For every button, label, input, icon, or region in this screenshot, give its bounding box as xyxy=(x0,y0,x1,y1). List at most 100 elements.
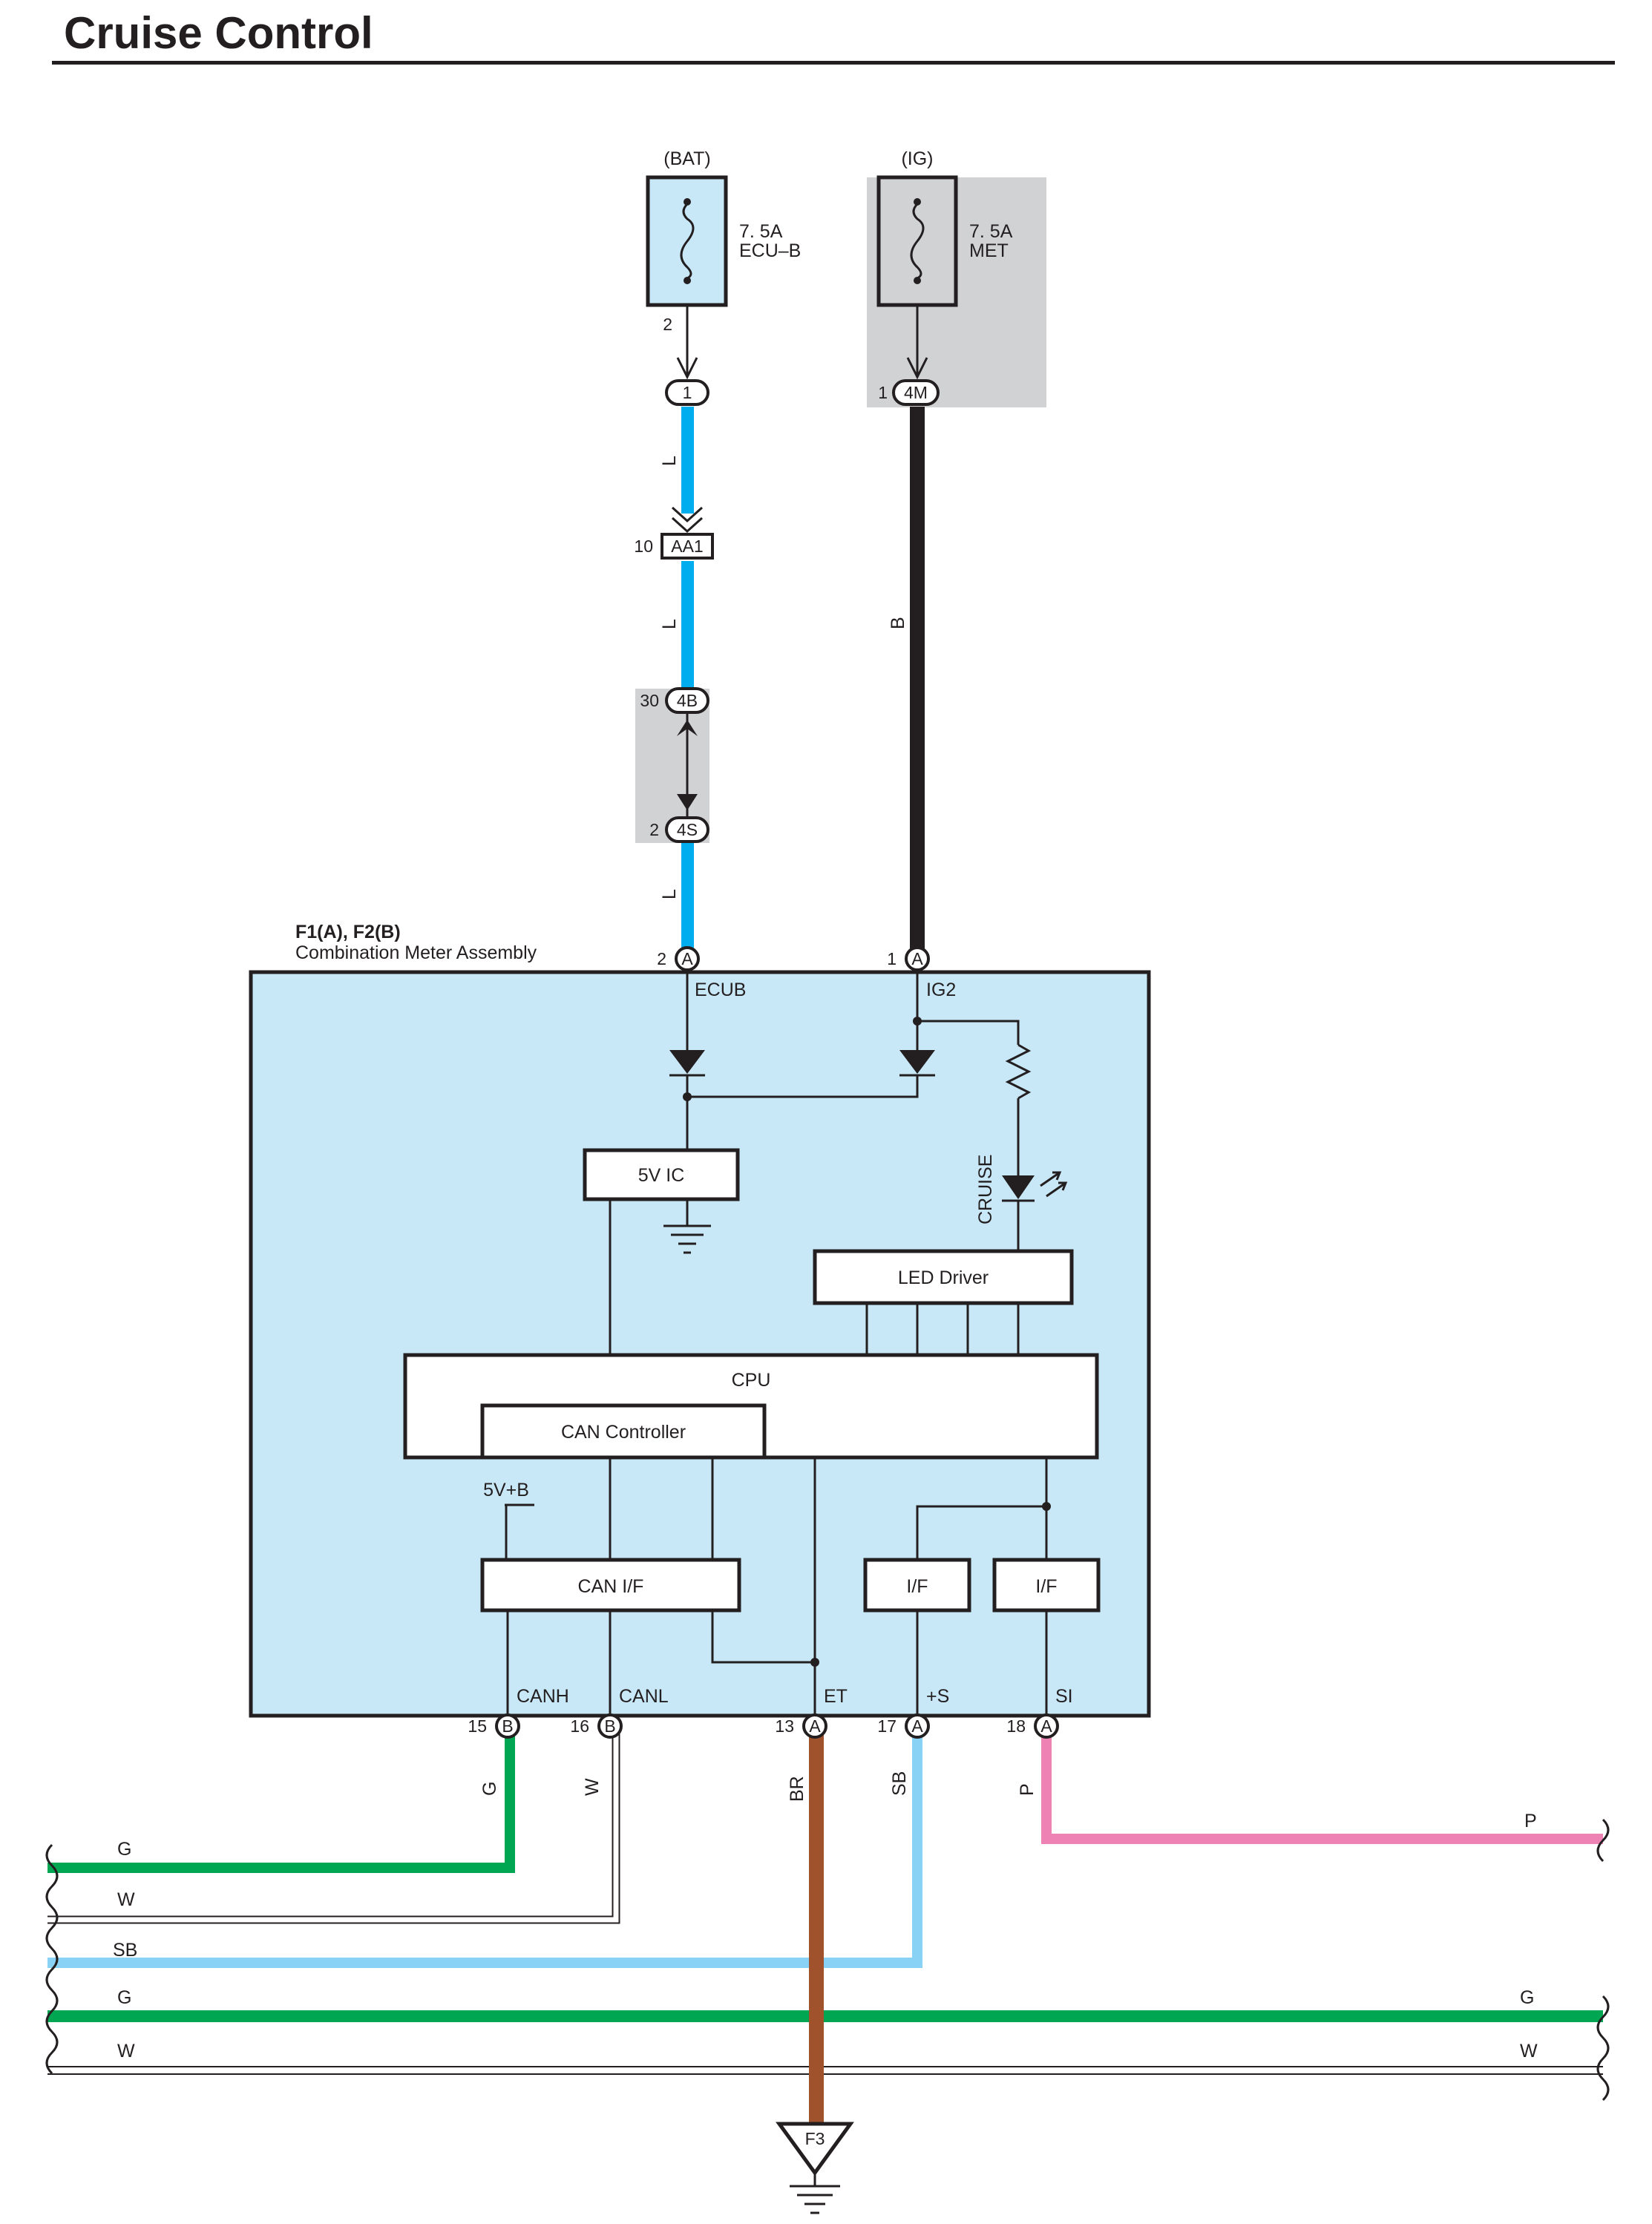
wire-code-w-canl: W xyxy=(582,1778,603,1796)
diode-join-line xyxy=(687,1075,919,1098)
ground-f3-icon xyxy=(776,2122,854,2177)
fuse-ecu-b-arrow-icon xyxy=(676,357,698,380)
fuse-met-supply: (IG) xyxy=(901,148,933,169)
cpu-label: CPU xyxy=(732,1370,771,1391)
pin-a13-conn: A xyxy=(809,1716,821,1736)
pin-b15-num: 15 xyxy=(468,1716,487,1736)
bus-g-lower-right-label: G xyxy=(1520,1987,1534,2008)
pin-a2-num: 2 xyxy=(657,949,666,968)
wire-br xyxy=(809,1729,824,2128)
connector-4m-label: 4M xyxy=(904,383,928,402)
wire-code-sb: SB xyxy=(889,1771,910,1796)
if-si-label: I/F xyxy=(1035,1576,1057,1597)
connector-4m xyxy=(892,379,940,406)
diode-join-dot xyxy=(683,1092,692,1101)
ic-ground-icon xyxy=(663,1224,711,1254)
pin-ecub-name: ECUB xyxy=(695,980,746,1000)
pin-canh-name: CANH xyxy=(517,1686,569,1707)
wire-code-g-canh: G xyxy=(479,1782,500,1796)
junction-down-arrow-icon xyxy=(677,794,698,810)
pin-a1-conn: A xyxy=(911,949,923,968)
fuse-ecu-b-bottom-dot xyxy=(684,277,691,284)
bus-g-lower-left-label: G xyxy=(117,1987,131,2008)
fuse-ecu-b-pin: 2 xyxy=(663,315,672,334)
cruise-feed-line xyxy=(917,1020,1020,1045)
pin-a18-conn: A xyxy=(1040,1716,1052,1736)
pin-ig2-name: IG2 xyxy=(926,980,956,1000)
diode-ecub-icon xyxy=(669,1050,705,1074)
wire-l-seg2 xyxy=(681,561,694,689)
cruise-label: CRUISE xyxy=(975,1155,996,1224)
connector-aa1 xyxy=(661,533,714,560)
fuse-ecu-b-name: ECU–B xyxy=(739,240,801,261)
ground-f3-label: F3 xyxy=(805,2129,825,2148)
fuse-ecu-b-top-dot xyxy=(684,198,691,206)
pin-a13-num: 13 xyxy=(775,1716,794,1736)
right-break-marks-icon xyxy=(1596,1818,1610,2102)
bus-w-lower-left-label: W xyxy=(117,2041,135,2061)
connector-4s-label: 4S xyxy=(677,820,698,839)
bus-p-label: P xyxy=(1524,1811,1537,1831)
wire-l-seg1 xyxy=(681,407,694,514)
if-s-label: I/F xyxy=(906,1576,928,1597)
pin-b16 xyxy=(597,1713,623,1739)
pin-a2-conn: A xyxy=(681,949,693,968)
5v-ic-block xyxy=(583,1148,740,1201)
if-junction-dot xyxy=(1042,1502,1051,1511)
canif-et-line xyxy=(711,1610,815,1664)
connector-4s xyxy=(665,816,709,843)
pin-si-name: SI xyxy=(1055,1686,1073,1707)
wire-w-upper xyxy=(47,1729,619,1923)
pin-plus-s-name: +S xyxy=(926,1686,949,1707)
diode-ig2-icon xyxy=(899,1050,935,1074)
wire-l-seg3 xyxy=(681,843,694,948)
connector-aa1-label: AA1 xyxy=(671,537,703,556)
wire-g-canh xyxy=(505,1729,515,1873)
pin-a13 xyxy=(802,1713,827,1739)
wire-code-br: BR xyxy=(787,1776,807,1802)
fuse-met-name: MET xyxy=(969,240,1009,261)
fuse-ecu-b-icon xyxy=(680,203,695,280)
cruise-feed-dot xyxy=(913,1017,922,1026)
cruise-led-icon xyxy=(1002,1175,1035,1199)
5v-ic-label: 5V IC xyxy=(638,1165,685,1186)
pin-a17-conn: A xyxy=(911,1716,923,1736)
pin-a17 xyxy=(905,1713,930,1739)
aa1-arrow-bottom-icon xyxy=(671,516,704,534)
if-s-block xyxy=(863,1558,971,1613)
fuse-met-arrow-icon xyxy=(906,357,928,380)
wire-p xyxy=(1041,1729,1603,1844)
led-driver-label: LED Driver xyxy=(898,1267,989,1288)
connector-1 xyxy=(665,379,709,406)
wire-g-bus-lower xyxy=(47,2010,1603,2022)
wire-code-p: P xyxy=(1017,1783,1038,1796)
page-title: Cruise Control xyxy=(64,8,373,58)
wire-g-bus-upper xyxy=(47,1863,515,1873)
wire-code-l-1: L xyxy=(659,456,680,466)
wire-w-bus-lower xyxy=(47,2067,1603,2073)
can-if-block xyxy=(480,1558,741,1613)
title-rule xyxy=(52,61,1615,65)
5vb-label: 5V+B xyxy=(483,1480,529,1500)
pin-a1-num: 1 xyxy=(887,949,897,968)
connector-1-label: 1 xyxy=(683,383,692,402)
wire-b xyxy=(910,407,925,948)
pin-a17-num: 17 xyxy=(877,1716,897,1736)
left-break-marks-icon xyxy=(45,1843,59,2075)
led-light-rays-icon xyxy=(1040,1171,1068,1198)
pin-et-name: ET xyxy=(824,1686,848,1707)
fuse-met: (IG) 7. 5A MET xyxy=(876,148,1013,307)
fuse-met-amps: 7. 5A xyxy=(969,221,1013,242)
ground-bars-icon xyxy=(790,2185,840,2214)
wire-code-l-3: L xyxy=(659,889,680,899)
can-controller-label: CAN Controller xyxy=(561,1422,686,1443)
wire-sb xyxy=(47,1729,922,1968)
connector-aa1-pin: 10 xyxy=(634,537,653,556)
module-ref: F1(A), F2(B) xyxy=(295,922,401,942)
can-controller-block xyxy=(480,1403,767,1460)
connector-4b-pin: 30 xyxy=(640,691,659,710)
resistor-icon xyxy=(1005,1043,1032,1100)
if-bus-line xyxy=(916,1505,1048,1558)
pin-b16-num: 16 xyxy=(570,1716,589,1736)
